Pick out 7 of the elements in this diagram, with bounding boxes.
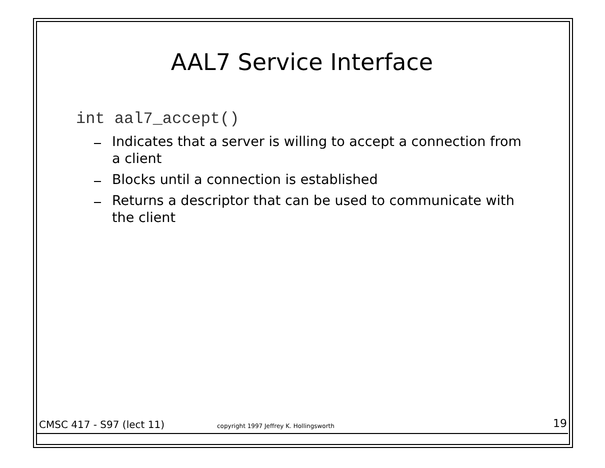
- course-footer: CMSC 417 - S97 (lect 11): [39, 420, 164, 431]
- code-heading: int aal7_accept(): [76, 110, 240, 128]
- bullet-item: Returns a descriptor that can be used to communicate with the client: [112, 193, 516, 227]
- bullet-item: Blocks until a connection is established: [112, 172, 379, 189]
- slide-title: AAL7 Service Interface: [170, 50, 434, 76]
- page-number: 19: [553, 417, 567, 430]
- bullet-item: Indicates that a server is willing to accept a connection from a client: [112, 134, 522, 168]
